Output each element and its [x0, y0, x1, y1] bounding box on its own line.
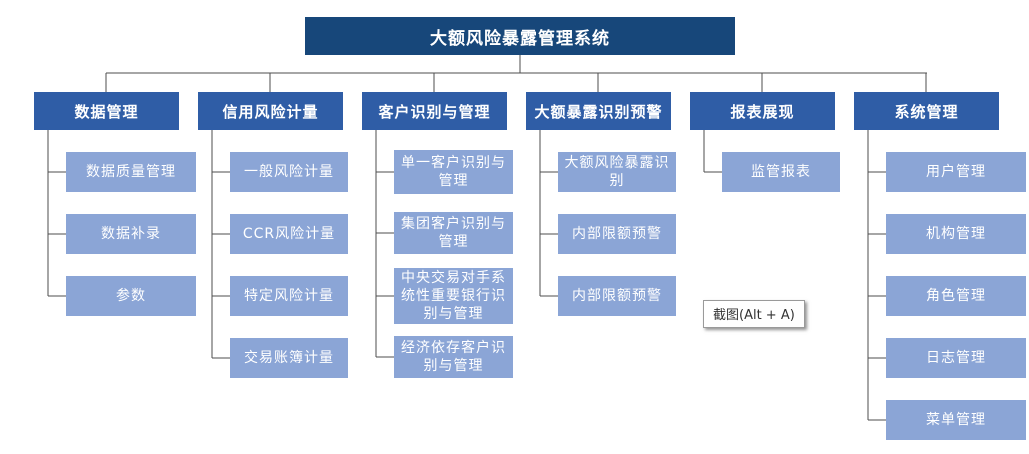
leaf-node: CCR风险计量 — [230, 214, 348, 254]
leaf-node: 特定风险计量 — [230, 276, 348, 316]
leaf-node: 集团客户识别与管理 — [394, 212, 513, 254]
leaf-node: 中央交易对手系统性重要银行识别与管理 — [394, 268, 513, 324]
leaf-node: 菜单管理 — [886, 400, 1026, 440]
branch-credit-risk-measurement: 信用风险计量 — [198, 92, 343, 130]
leaf-node: 角色管理 — [886, 276, 1026, 316]
branch-customer-identification: 客户识别与管理 — [362, 92, 507, 130]
leaf-node: 用户管理 — [886, 152, 1026, 192]
leaf-node: 数据质量管理 — [66, 152, 196, 192]
leaf-node: 一般风险计量 — [230, 152, 348, 192]
branch-large-exposure-warning: 大额暴露识别预警 — [526, 92, 671, 130]
leaf-node: 参数 — [66, 276, 196, 316]
leaf-node: 经济依存客户识别与管理 — [394, 336, 513, 378]
branch-data-management: 数据管理 — [34, 92, 179, 130]
branch-system-management: 系统管理 — [854, 92, 999, 130]
leaf-node: 单一客户识别与管理 — [394, 150, 513, 194]
leaf-node: 交易账簿计量 — [230, 338, 348, 378]
leaf-node: 大额风险暴露识别 — [558, 152, 676, 192]
screenshot-tooltip: 截图(Alt + A) — [703, 300, 805, 328]
branch-report-presentation: 报表展现 — [690, 92, 835, 130]
leaf-node: 数据补录 — [66, 214, 196, 254]
leaf-node: 机构管理 — [886, 214, 1026, 254]
root-node: 大额风险暴露管理系统 — [305, 17, 735, 55]
leaf-node: 日志管理 — [886, 338, 1026, 378]
leaf-node: 监管报表 — [722, 152, 840, 192]
leaf-node: 内部限额预警 — [558, 276, 676, 316]
leaf-node: 内部限额预警 — [558, 214, 676, 254]
